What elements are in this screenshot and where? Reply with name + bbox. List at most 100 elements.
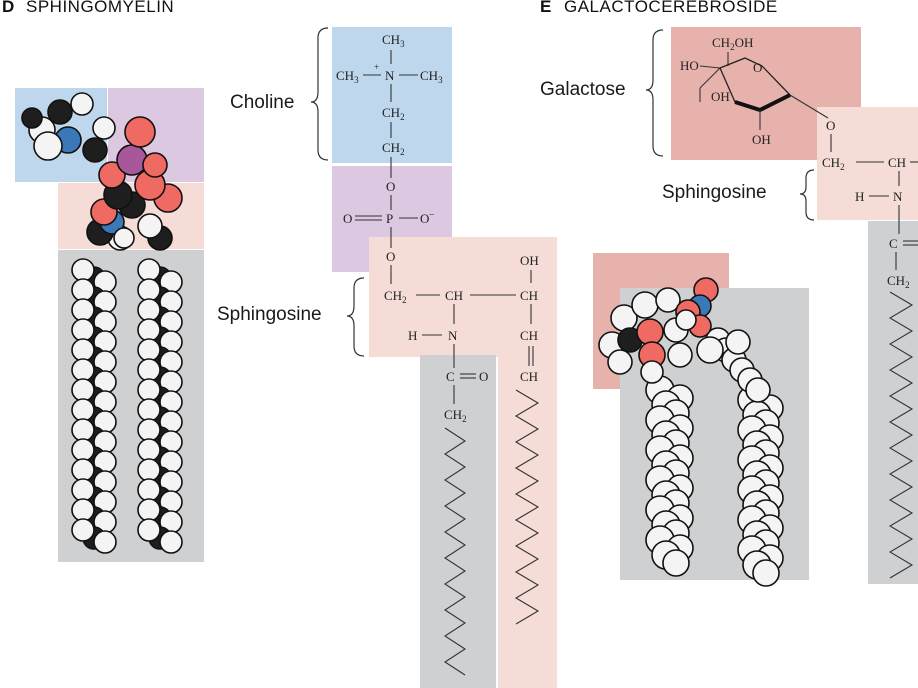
sphingosine-label-d: Sphingosine <box>217 304 322 325</box>
hydrogen-atom <box>137 418 161 442</box>
p-atom: P <box>386 211 393 226</box>
o-double: O <box>343 211 352 226</box>
hydrogen-atom <box>662 549 690 577</box>
ch2-backbone: CH2 <box>384 288 407 305</box>
hydrogen-atom <box>675 309 697 331</box>
ring-oxygen: O <box>753 60 762 75</box>
hydrogen-atom <box>71 398 95 422</box>
panel-e-title: GALACTOCEREBROSIDE <box>564 0 778 16</box>
hydrogen-atom <box>137 213 163 239</box>
galactose-brace <box>645 29 664 157</box>
hydrogen-atom <box>71 378 95 402</box>
hydrogen-atom <box>137 338 161 362</box>
ch2-choline-2: CH2 <box>382 140 405 157</box>
sphingomyelin-space-filling-model <box>15 88 204 562</box>
ch-chain-2: CH <box>520 369 538 384</box>
hydrogen-atom <box>93 530 117 554</box>
c-carbonyl-d: C <box>446 369 455 384</box>
oxygen-atom <box>142 152 168 178</box>
carbon-atom <box>21 107 43 129</box>
hydrogen-atom <box>71 458 95 482</box>
sphingomyelin-atoms <box>21 92 183 554</box>
galactocerebroside-space-filling-model <box>593 253 809 587</box>
hydrogen-atom <box>137 358 161 382</box>
ch-backbone-1: CH <box>445 288 463 303</box>
fatty-acid-chain-region <box>420 355 496 688</box>
hydrogen-atom <box>71 498 95 522</box>
ch3-top: CH3 <box>382 32 405 49</box>
h-atom-e: H <box>855 189 864 204</box>
hydrogen-atom <box>33 131 63 161</box>
sphingosine-region <box>369 237 557 357</box>
c-carbonyl-e: C <box>889 236 898 251</box>
o-ester-1: O <box>386 179 395 194</box>
ch3-right: CH3 <box>420 68 443 85</box>
fatty-acid-region-e <box>868 221 918 584</box>
sphingosine-label-e: Sphingosine <box>662 182 767 203</box>
oh-ring-1: OH <box>711 89 730 104</box>
ch3-left: CH3 <box>336 68 359 85</box>
hydrogen-atom <box>137 478 161 502</box>
hydrogen-atom <box>71 258 95 282</box>
hydrogen-atom <box>159 530 183 554</box>
hydrogen-atom <box>725 329 751 355</box>
hydrogen-atom <box>137 298 161 322</box>
hydrogen-atom <box>667 342 693 368</box>
sphingosine-chain-region <box>498 355 557 688</box>
ch-backbone-2: CH <box>520 288 538 303</box>
galactocerebroside-structure: Galactose Sphingosine CH2OH O HO OH OH O… <box>540 27 918 584</box>
choline-label: Choline <box>230 92 294 113</box>
hydrogen-atom <box>92 116 116 140</box>
hydrogen-atom <box>137 438 161 462</box>
oxygen-atom <box>98 161 126 189</box>
oxygen-atom <box>636 318 664 346</box>
hydrogen-atom <box>71 478 95 502</box>
fatty-acid-chain-d <box>443 427 467 676</box>
ch-chain-1: CH <box>520 328 538 343</box>
carbon-atom <box>82 137 108 163</box>
hydrogen-atom <box>71 338 95 362</box>
hydrogen-atom <box>137 318 161 342</box>
oh-ring-2: OH <box>752 132 771 147</box>
galactose-label: Galactose <box>540 79 626 100</box>
phosphorus-atom <box>116 144 148 176</box>
sphingomyelin-structure: Choline Sphingosine CH3 CH3 + N CH3 CH2 … <box>217 27 557 688</box>
hydrogen-atom <box>696 336 724 364</box>
hydrogen-atom <box>631 291 659 319</box>
hydrogen-atom <box>607 349 633 375</box>
sphingosine-brace-e <box>799 169 815 221</box>
choline-brace <box>310 27 329 161</box>
hydrogen-atom <box>745 377 771 403</box>
ch2oh-group: CH2OH <box>712 35 753 52</box>
hydrogen-atom <box>752 559 780 587</box>
ch2-fatty-d: CH2 <box>444 407 467 424</box>
oh-group: OH <box>520 253 539 268</box>
hydrogen-atom <box>137 378 161 402</box>
ch2-choline-1: CH2 <box>382 105 405 122</box>
glycosidic-oxygen: O <box>826 118 835 133</box>
panel-d-title: SPHINGOMYELIN <box>26 0 174 16</box>
choline-region <box>332 27 452 163</box>
hydrogen-atom <box>71 318 95 342</box>
hydrogen-atom <box>137 278 161 302</box>
o-carbonyl-d: O <box>479 369 488 384</box>
hydrogen-atom <box>71 418 95 442</box>
hydrogen-atom <box>655 287 681 313</box>
hydrogen-atom <box>71 438 95 462</box>
hydrogen-atom <box>137 518 161 542</box>
hydrogen-atom <box>70 92 94 116</box>
fatty-acid-chain-e <box>888 291 914 579</box>
sphingosine-region-e <box>817 107 918 220</box>
oxygen-atom <box>124 116 156 148</box>
hydrogen-atom <box>640 360 664 384</box>
ch2-e: CH2 <box>822 155 845 172</box>
hydrogen-atom <box>71 278 95 302</box>
n-atom: N <box>385 68 395 83</box>
hydrogen-atom <box>137 258 161 282</box>
sphingosine-brace-d <box>346 277 365 357</box>
hydrogen-atom <box>137 398 161 422</box>
panel-d-letter: D <box>2 0 14 16</box>
o-ester-2: O <box>386 249 395 264</box>
ho-group: HO <box>680 58 699 73</box>
